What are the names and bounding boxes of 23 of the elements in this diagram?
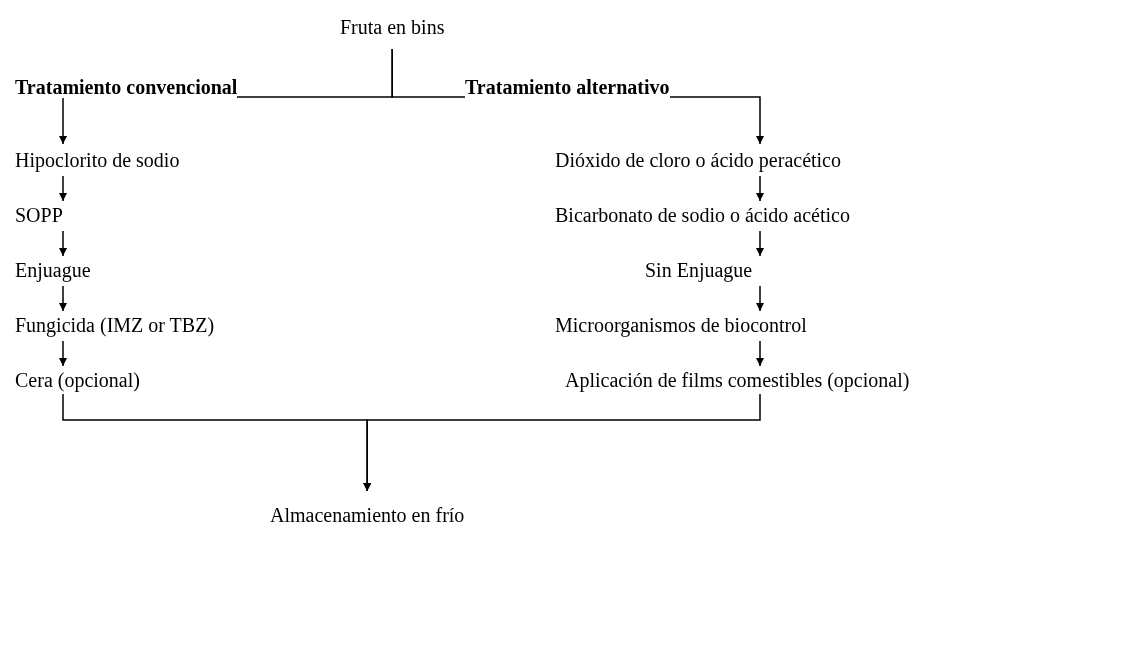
arrow (59, 285, 67, 312)
arrow (756, 340, 764, 367)
step-text: Cera (opcional) (15, 368, 140, 392)
step-text: Almacenamiento en frío (270, 503, 465, 527)
step-text: Sin Enjuague (645, 258, 753, 282)
step-text: Dióxido de cloro o ácido peracético (555, 148, 841, 172)
arrow (363, 393, 761, 492)
step-text: Enjuague (15, 258, 91, 282)
arrow (59, 175, 67, 202)
step-text: SOPP (15, 203, 63, 227)
arrow (756, 175, 764, 202)
step-text: Aplicación de films comestibles (opcional) (565, 368, 910, 392)
step-text: Fungicida (IMZ or TBZ) (15, 313, 215, 337)
step-text: Fruta en bins (340, 15, 445, 39)
edge-label: Tratamiento convencional (15, 76, 238, 98)
arrow (59, 340, 67, 367)
arrow (756, 285, 764, 312)
step-text: Bicarbonato de sodio o ácido acético (555, 203, 850, 227)
arrow (756, 230, 764, 257)
arrow (59, 230, 67, 257)
step-text: Hipoclorito de sodio (15, 148, 180, 172)
step-text: Microorganismos de biocontrol (555, 313, 807, 337)
edge-label: Tratamiento alternativo (465, 76, 670, 98)
